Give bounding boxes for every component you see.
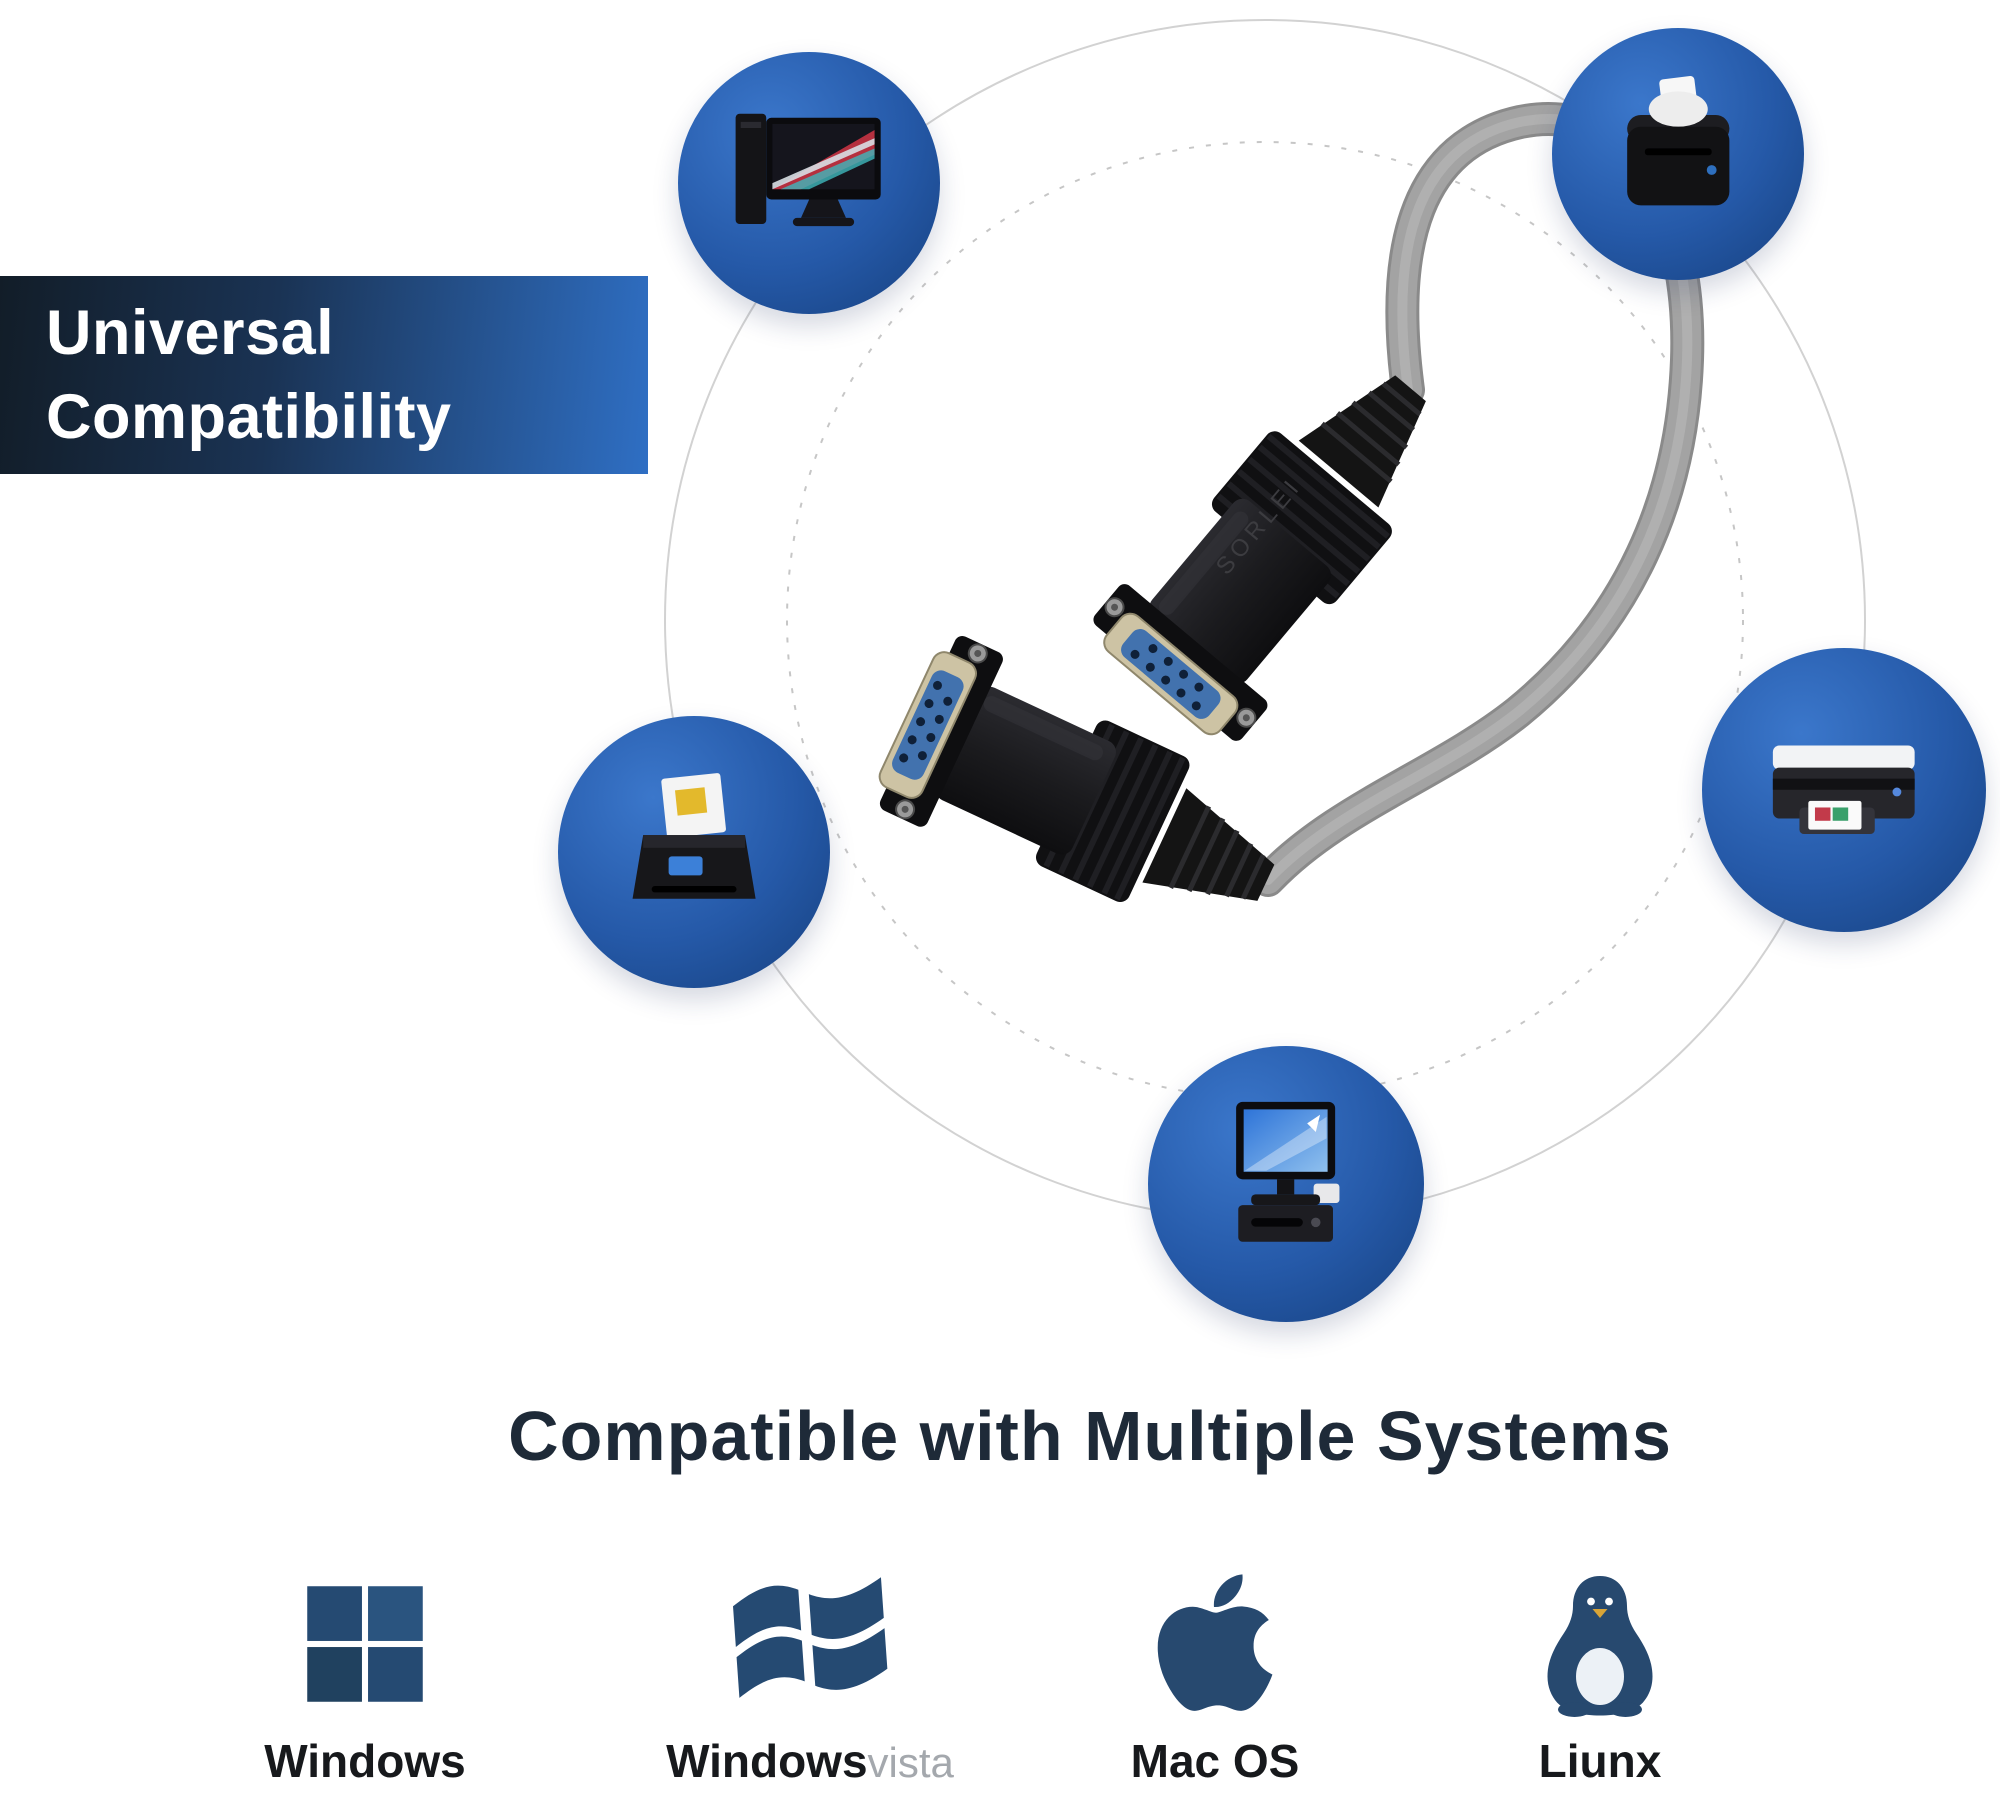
desktop-monitor-icon: [735, 113, 881, 226]
badge-desktop-monitor: [678, 52, 940, 314]
os-label-windows-vista-main: Windows: [666, 1735, 868, 1787]
os-label-linux: Liunx: [1538, 1735, 1662, 1787]
os-item-linux: Liunx: [1480, 1552, 1720, 1788]
document-scanner-icon: [632, 773, 756, 899]
pos-terminal-icon: [1236, 1102, 1340, 1243]
serial-cable-photo: SORLEI: [740, 102, 1705, 1160]
badge-document-scanner: [558, 716, 830, 988]
os-item-windows-vista: Windowsvista: [660, 1552, 960, 1788]
inkjet-printer-icon: [1773, 745, 1915, 835]
apple-logo-icon: [1156, 1552, 1274, 1720]
badge-pos-terminal: [1148, 1046, 1424, 1322]
badge-receipt-printer: [1552, 28, 1804, 280]
linux-tux-icon: [1525, 1552, 1675, 1720]
windows-logo-icon: [289, 1552, 441, 1720]
banner: Universal Compatibility: [0, 276, 648, 474]
os-label-windows: Windows: [264, 1735, 466, 1787]
badge-inkjet-printer: [1702, 648, 1986, 932]
windows-vista-logo-icon: [717, 1552, 903, 1720]
os-label-windows-vista: Windowsvista: [666, 1734, 954, 1788]
os-item-windows: Windows: [245, 1552, 485, 1788]
cable-loop: [1251, 102, 1705, 897]
os-label-mac-os: Mac OS: [1130, 1735, 1300, 1787]
db9-connector-upper: SORLEI: [1082, 327, 1484, 754]
banner-line-1: Universal: [46, 297, 335, 368]
os-label-vista-suffix: vista: [867, 1739, 954, 1786]
receipt-printer-icon: [1626, 75, 1730, 206]
section-heading: Compatible with Multiple Systems: [508, 1397, 1672, 1475]
banner-line-2: Compatibility: [46, 382, 452, 452]
os-item-mac-os: Mac OS: [1095, 1552, 1335, 1788]
